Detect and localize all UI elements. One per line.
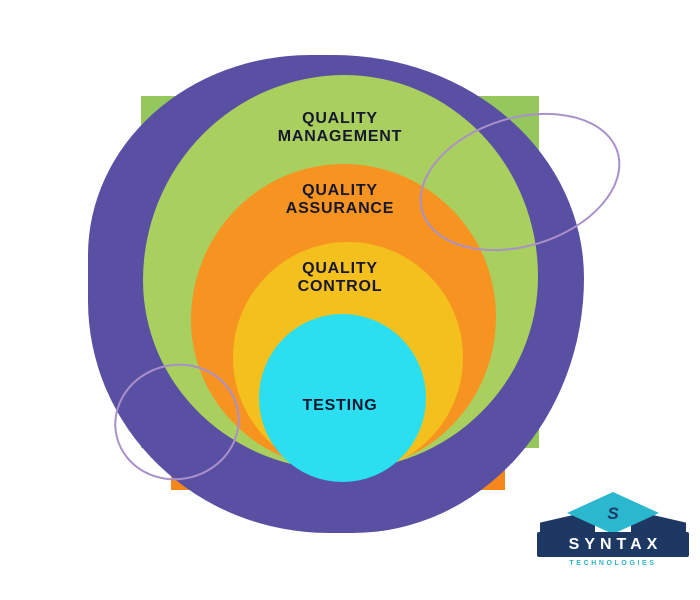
label-quality-management: QUALITY MANAGEMENT — [190, 110, 490, 146]
logo-brand-text: SYNTAX — [568, 535, 663, 553]
label-line-2: MANAGEMENT — [277, 128, 403, 145]
label-testing: TESTING — [190, 397, 490, 415]
logo-banner: SYNTAX — [537, 532, 689, 557]
logo-subtitle-text: TECHNOLOGIES — [569, 560, 657, 567]
logo-cap-letter: S — [607, 503, 619, 523]
label-quality-control: QUALITY CONTROL — [190, 260, 490, 296]
label-quality-assurance: QUALITY ASSURANCE — [190, 182, 490, 218]
label-line-2: ASSURANCE — [285, 200, 395, 217]
label-line-1: QUALITY — [302, 182, 378, 199]
label-line-2: CONTROL — [297, 278, 383, 295]
label-line-1: QUALITY — [302, 110, 378, 127]
circle-testing — [259, 314, 426, 482]
syntax-logo: S SYNTAX TECHNOLOGIES — [537, 486, 689, 574]
label-line-1: QUALITY — [302, 260, 378, 277]
label-line-1: TESTING — [302, 397, 378, 414]
